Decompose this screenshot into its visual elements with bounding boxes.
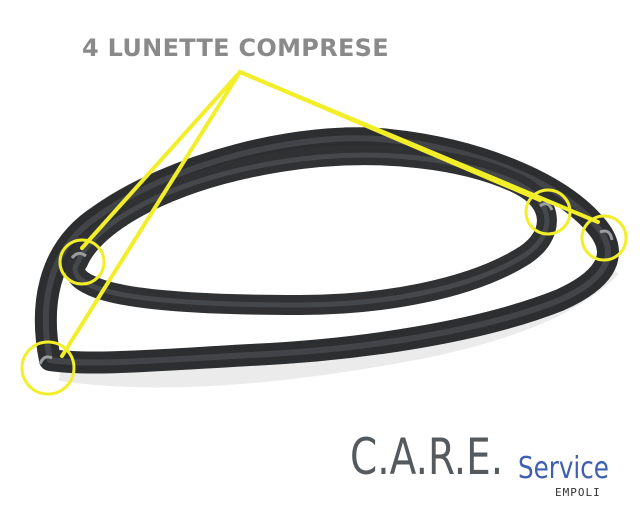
callout-lines <box>60 70 600 358</box>
clip-circle <box>524 188 572 236</box>
clip-icon <box>70 251 87 259</box>
headline: 4 LUNETTE COMPRESE <box>82 34 389 62</box>
logo-service-text: Service <box>518 451 609 486</box>
logo-main-text: C.A.R.E. <box>350 428 504 486</box>
clip-icon <box>599 229 614 241</box>
care-service-logo: C.A.R.E. Service EMPOLI <box>350 432 635 502</box>
clip-circle <box>580 214 628 262</box>
clip-highlight-circles <box>20 188 628 396</box>
logo-location-text: EMPOLI <box>555 486 601 499</box>
clip-circle <box>58 238 106 286</box>
clip-icon <box>539 202 554 211</box>
clip-circle <box>20 340 76 396</box>
clip-icon <box>38 355 53 365</box>
